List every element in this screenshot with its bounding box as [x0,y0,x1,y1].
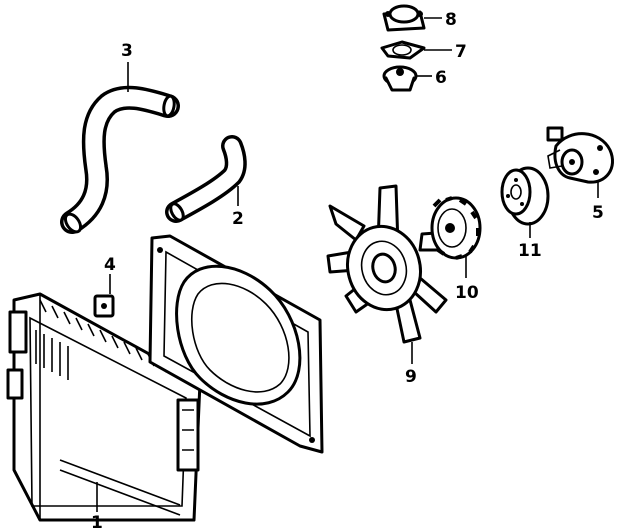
radiator [6,292,202,522]
callout-7: 7 [455,42,467,62]
callout-8: 8 [445,10,457,30]
radiator-bracket [93,294,115,318]
upper-radiator-hose [60,85,180,234]
callout-3: 3 [121,41,133,61]
thermostat [382,65,418,92]
lower-radiator-hose [165,135,247,223]
callout-1: 1 [91,513,103,530]
water-pump [546,126,614,184]
fan-shroud [148,234,324,454]
callout-6: 6 [435,68,447,88]
thermostat-gasket [380,40,426,60]
callout-4: 4 [104,255,116,275]
callout-10: 10 [455,283,479,303]
callout-9: 9 [405,367,417,387]
thermostat-housing [382,4,426,32]
callout-2: 2 [232,209,244,229]
callout-11: 11 [518,241,542,261]
cooling-fan [326,184,452,344]
fan-clutch [430,196,482,260]
callout-5: 5 [592,203,604,223]
water-pump-pulley [500,166,550,226]
